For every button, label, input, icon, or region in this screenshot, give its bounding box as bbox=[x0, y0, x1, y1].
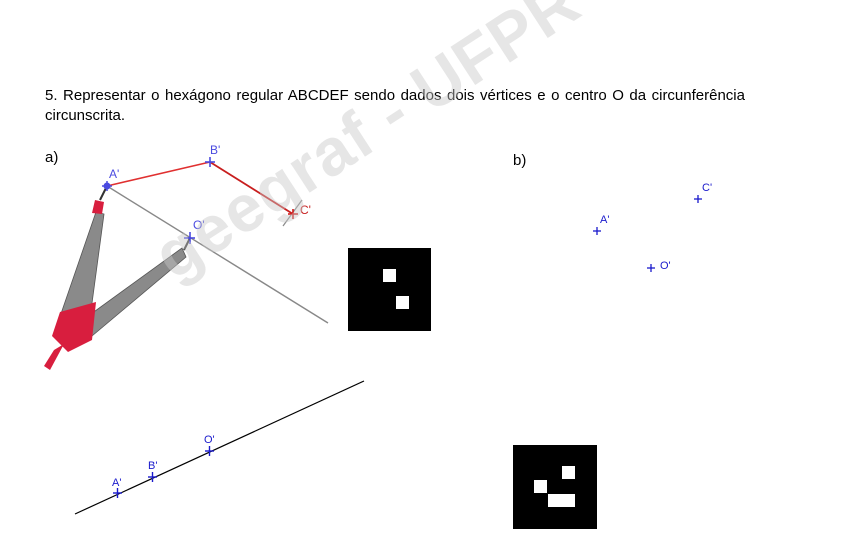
label-a: A' bbox=[112, 477, 121, 489]
qr-code-icon bbox=[513, 445, 597, 529]
part-b-label: b) bbox=[513, 152, 527, 169]
compass-icon bbox=[44, 185, 191, 370]
figure-lower-left: A' B' O' bbox=[74, 380, 365, 515]
part-a-label: a) bbox=[45, 149, 59, 166]
point-a-marker bbox=[113, 488, 122, 498]
point-a-marker bbox=[593, 227, 601, 235]
segment-ab bbox=[106, 161, 211, 187]
segment-bc bbox=[209, 161, 294, 215]
qr-code-icon bbox=[348, 248, 431, 331]
label-o: O' bbox=[193, 218, 205, 232]
point-c-marker bbox=[288, 209, 298, 219]
point-o-marker bbox=[184, 232, 195, 244]
figure-b: A' C' O' bbox=[593, 182, 712, 272]
point-o-marker bbox=[647, 264, 655, 272]
construction-line bbox=[106, 185, 329, 324]
label-a: A' bbox=[600, 214, 609, 226]
label-o: O' bbox=[660, 260, 671, 272]
point-o-marker bbox=[205, 446, 214, 456]
label-b: B' bbox=[148, 460, 157, 472]
figure-a: A' B' C' O' bbox=[44, 143, 329, 370]
label-b: B' bbox=[210, 143, 220, 157]
label-c: C' bbox=[300, 203, 311, 217]
base-line bbox=[74, 380, 365, 515]
label-o: O' bbox=[204, 434, 215, 446]
exercise-statement: 5. Representar o hexágono regular ABCDEF… bbox=[45, 87, 745, 124]
point-b-marker bbox=[205, 157, 215, 167]
point-c-marker bbox=[694, 195, 702, 203]
point-a-marker bbox=[102, 181, 112, 191]
label-a: A' bbox=[109, 167, 119, 181]
label-c: C' bbox=[702, 182, 712, 194]
point-b-marker bbox=[148, 472, 157, 482]
